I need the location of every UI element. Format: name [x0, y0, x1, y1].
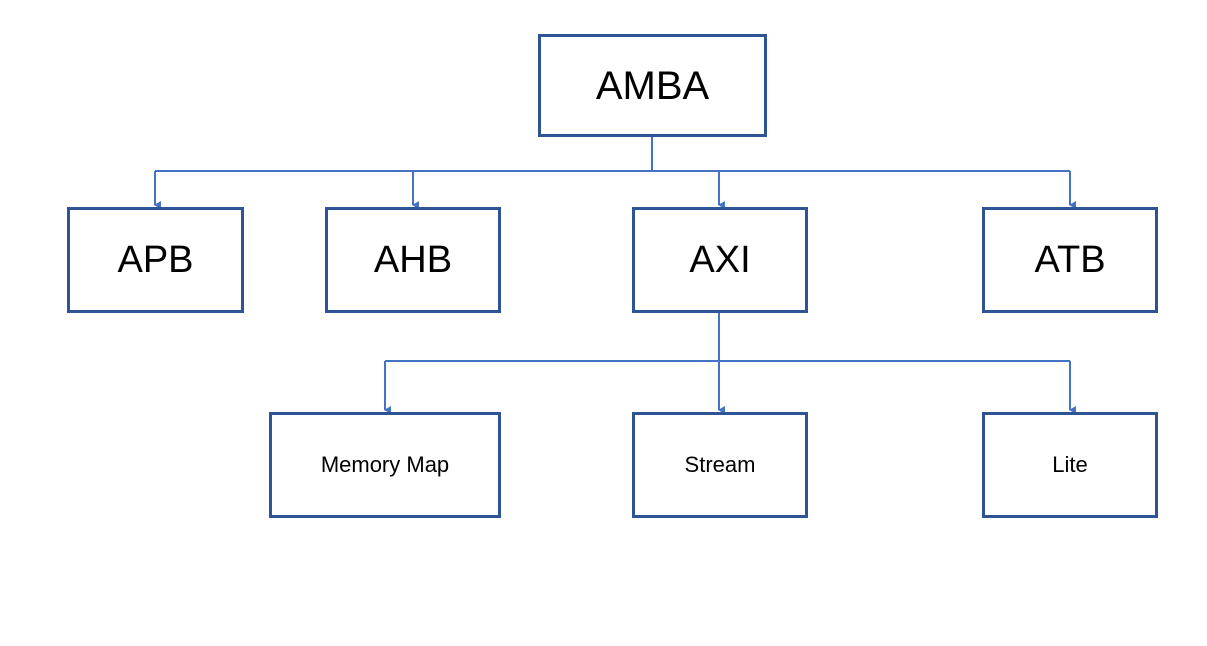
node-stream-label: Stream — [684, 452, 756, 477]
node-memory-map-label: Memory Map — [320, 452, 450, 477]
node-amba: AMBA — [538, 34, 767, 137]
node-ahb-label: AHB — [373, 239, 453, 281]
node-axi-label: AXI — [689, 239, 751, 281]
node-lite: Lite — [982, 412, 1158, 518]
node-ahb: AHB — [325, 207, 501, 313]
node-amba-label: AMBA — [595, 63, 710, 108]
node-apb: APB — [67, 207, 244, 313]
node-apb-label: APB — [117, 239, 194, 281]
node-memory-map: Memory Map — [269, 412, 501, 518]
node-atb-label: ATB — [1034, 239, 1106, 281]
node-axi: AXI — [632, 207, 808, 313]
node-lite-label: Lite — [1052, 452, 1088, 477]
node-stream: Stream — [632, 412, 808, 518]
node-atb: ATB — [982, 207, 1158, 313]
